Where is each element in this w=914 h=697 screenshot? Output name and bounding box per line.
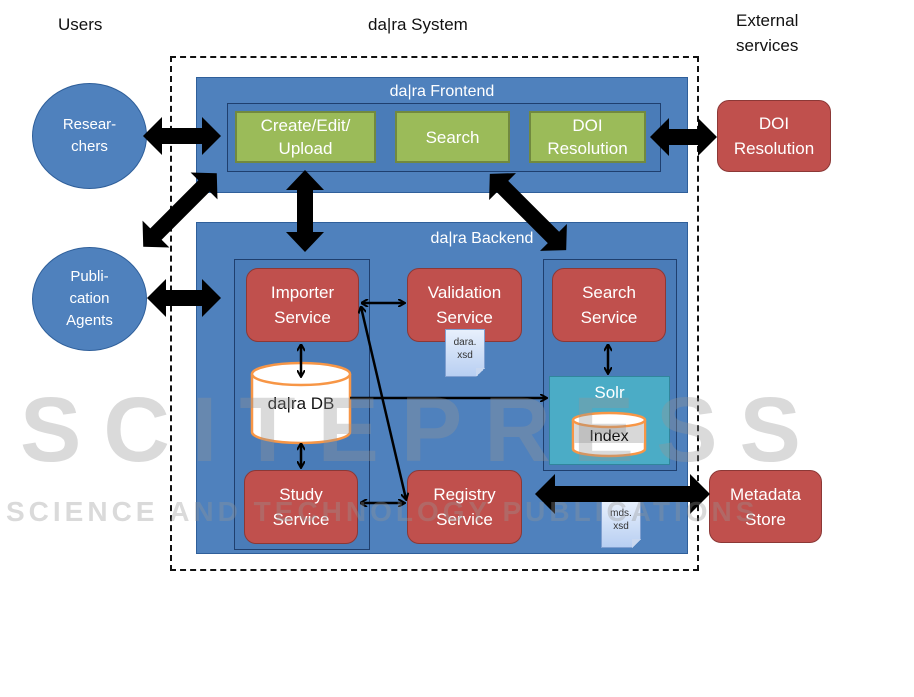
- arrow-frontend-agents-diagonal: [142, 172, 218, 248]
- metadata-store[interactable]: Metadata Store: [709, 470, 822, 543]
- arrow-agents-backend: [147, 279, 221, 317]
- importer-service[interactable]: Importer Service: [246, 268, 359, 342]
- external-doi-resolution[interactable]: DOI Resolution: [717, 100, 831, 172]
- doi-resolution-component[interactable]: DOI Resolution: [529, 111, 646, 163]
- system-header: da|ra System: [368, 15, 468, 34]
- search-component[interactable]: Search: [395, 111, 510, 163]
- users-header: Users: [58, 15, 103, 34]
- arrow-registry-metadata: [535, 474, 710, 514]
- watermark-tagline: SCIENCE AND TECHNOLOGY PUBLICATIONS: [6, 496, 759, 527]
- dara-db-label: da|ra DB: [267, 394, 335, 413]
- index-cylinder[interactable]: [571, 411, 647, 458]
- index-label: Index: [589, 428, 629, 445]
- dara-db-cylinder[interactable]: [250, 361, 352, 445]
- search-service[interactable]: Search Service: [552, 268, 666, 342]
- solr-label: Solr: [594, 383, 625, 402]
- arrow-frontend-backend: [286, 170, 324, 252]
- arrow-doi-external: [650, 118, 717, 156]
- frontend-title: da|ra Frontend: [389, 83, 495, 100]
- create-edit-upload-component[interactable]: Create/Edit/ Upload: [235, 111, 376, 163]
- registry-service[interactable]: Registry Service: [407, 470, 522, 544]
- researchers-node[interactable]: Resear- chers: [32, 83, 147, 189]
- arrow-importer-registry: [361, 307, 406, 499]
- system-boundary: [170, 56, 699, 571]
- watermark-logo-text: SCITEPRESS: [20, 379, 823, 481]
- arrow-researchers-frontend: [143, 117, 221, 155]
- thin-arrows: [301, 303, 608, 503]
- mds-xsd-document-icon: mds. xsd: [601, 500, 641, 548]
- publication-agents-node[interactable]: Publi- cation Agents: [32, 247, 147, 351]
- external-services-header: External services: [736, 11, 799, 55]
- backend-title: da|ra Backend: [430, 230, 534, 247]
- thick-arrows: [142, 117, 717, 514]
- dara-xsd-document-icon: dara. xsd: [445, 329, 485, 377]
- study-service[interactable]: Study Service: [244, 470, 358, 544]
- arrow-search-diagonal: [489, 173, 567, 251]
